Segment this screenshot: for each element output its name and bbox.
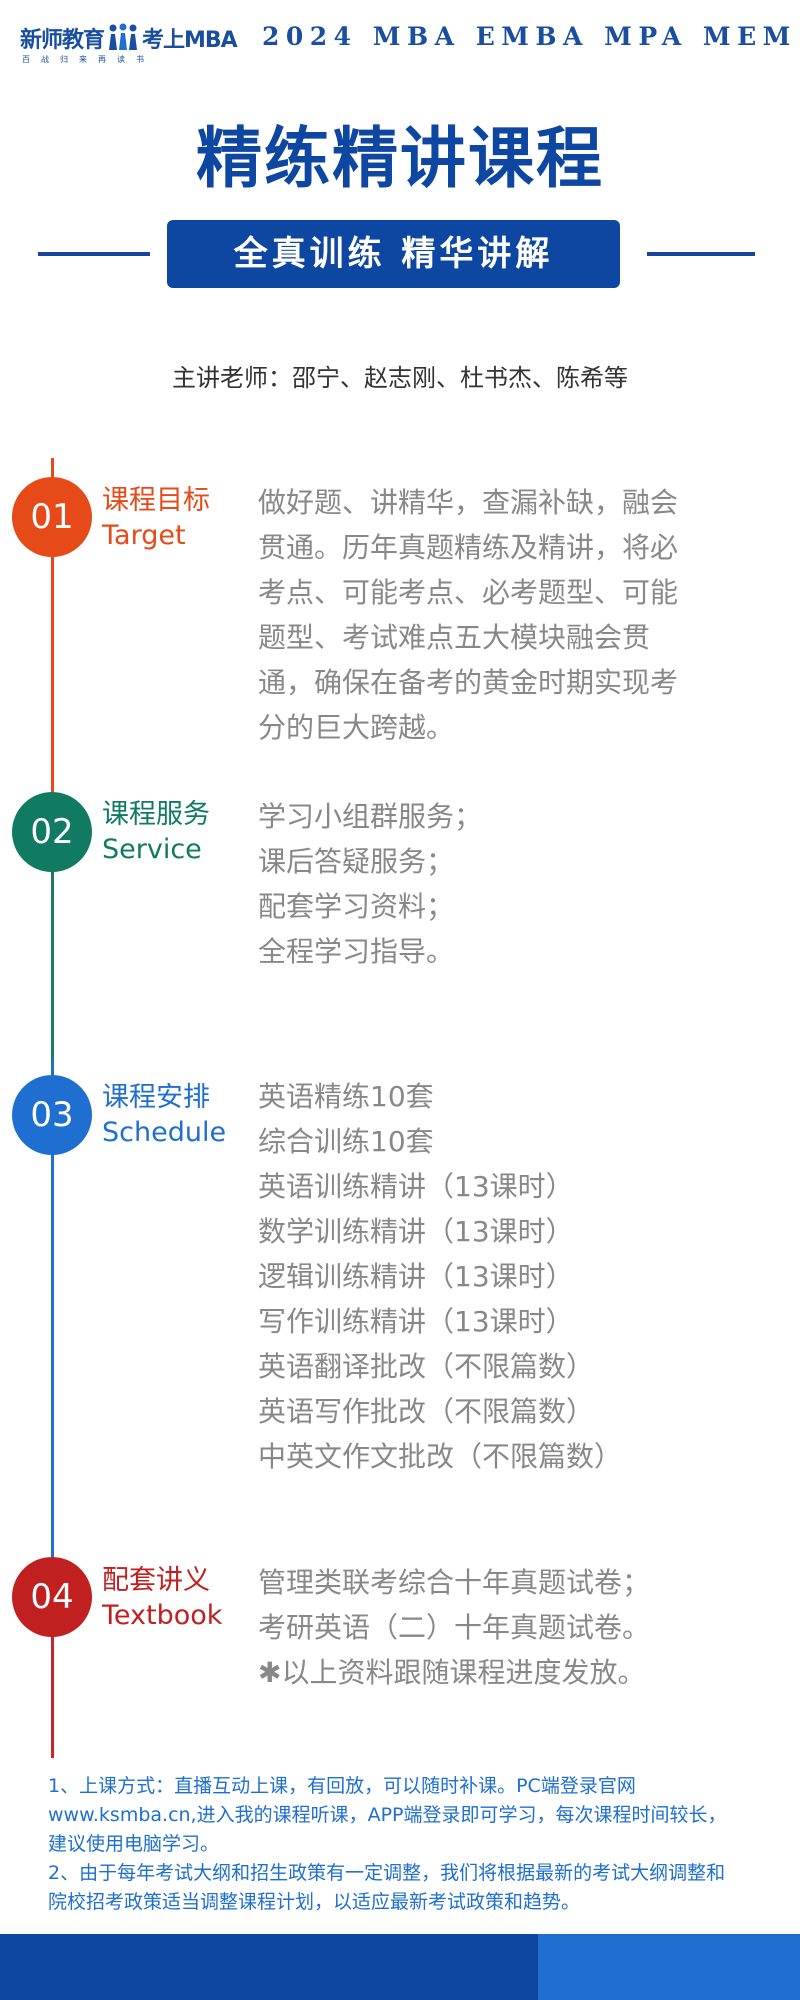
section-title-cn: 配套讲义 bbox=[102, 1565, 210, 1596]
body-line: 逻辑训练精讲（13课时） bbox=[258, 1260, 574, 1293]
section-body: 管理类联考综合十年真题试卷； 考研英语（二）十年真题试卷。 ✱以上资料跟随课程进… bbox=[258, 1560, 728, 1695]
section-heading: 配套讲义 Textbook bbox=[102, 1563, 222, 1633]
body-line: 分的巨大跨越。 bbox=[258, 711, 455, 744]
body-line: 通，确保在备考的黄金时期实现考 bbox=[258, 666, 679, 699]
body-line: 做好题、讲精华，查漏补缺，融会 bbox=[258, 486, 679, 519]
body-line: 全程学习指导。 bbox=[258, 935, 455, 968]
body-line: 英语翻译批改（不限篇数） bbox=[258, 1350, 595, 1383]
body-line: 贯通。历年真题精练及精讲，将必 bbox=[258, 531, 679, 564]
section-number-badge: 02 bbox=[12, 792, 92, 872]
body-line: 英语训练精讲（13课时） bbox=[258, 1170, 574, 1203]
section-title-en: Target bbox=[102, 520, 186, 551]
section-body: 做好题、讲精华，查漏补缺，融会 贯通。历年真题精练及精讲，将必 考点、可能考点、… bbox=[258, 480, 728, 750]
body-line: 配套学习资料； bbox=[258, 890, 455, 923]
body-line: 英语精练10套 bbox=[258, 1080, 434, 1113]
note-item: 1、上课方式：直播互动上课，有回放，可以随时补课。PC端登录官网www.ksmb… bbox=[48, 1775, 727, 1855]
notes: 1、上课方式：直播互动上课，有回放，可以随时补课。PC端登录官网www.ksmb… bbox=[48, 1772, 738, 1917]
section-heading: 课程目标 Target bbox=[102, 483, 210, 553]
section-title-en: Service bbox=[102, 834, 202, 865]
body-line: 中英文作文批改（不限篇数） bbox=[258, 1440, 623, 1473]
body-line: 综合训练10套 bbox=[258, 1125, 434, 1158]
body-line: 管理类联考综合十年真题试卷； bbox=[258, 1566, 651, 1599]
body-line: ✱以上资料跟随课程进度发放。 bbox=[258, 1656, 646, 1689]
footer-bar-dark bbox=[0, 1934, 538, 2000]
note-item: 2、由于每年考试大纲和招生政策有一定调整，我们将根据最新的考试大纲调整和院校招考… bbox=[48, 1862, 726, 1913]
divider-right bbox=[647, 252, 755, 256]
section-title-cn: 课程目标 bbox=[102, 485, 210, 516]
logo-people-icon bbox=[109, 23, 138, 50]
section-title-cn: 课程服务 bbox=[102, 799, 210, 830]
section-number-badge: 01 bbox=[12, 477, 92, 557]
program-list: 2024 MBA EMBA MPA MEM bbox=[262, 22, 797, 51]
body-line: 写作训练精讲（13课时） bbox=[258, 1305, 574, 1338]
brand-logo: 新师教育 考上MBA 百战归来再读书 bbox=[18, 14, 238, 66]
teachers-line: 主讲老师：邵宁、赵志刚、杜书杰、陈希等 bbox=[172, 364, 628, 392]
body-line: 数学训练精讲（13课时） bbox=[258, 1215, 574, 1248]
body-line: 学习小组群服务； bbox=[258, 800, 483, 833]
timeline-segment-service bbox=[51, 793, 54, 1058]
body-line: 英语写作批改（不限篇数） bbox=[258, 1395, 595, 1428]
body-line: 考点、可能考点、必考题型、可能 bbox=[258, 576, 679, 609]
subtitle-banner: 全真训练 精华讲解 bbox=[167, 220, 620, 288]
section-title-en: Textbook bbox=[102, 1600, 223, 1631]
divider-left bbox=[38, 252, 150, 256]
section-body: 学习小组群服务； 课后答疑服务； 配套学习资料； 全程学习指导。 bbox=[258, 794, 728, 974]
timeline-segment-schedule bbox=[51, 1058, 54, 1558]
body-line: 课后答疑服务； bbox=[258, 845, 455, 878]
brand-tagline: 百战归来再读书 bbox=[22, 55, 155, 64]
section-heading: 课程安排 Schedule bbox=[102, 1080, 226, 1150]
body-line: 考研英语（二）十年真题试卷。 bbox=[258, 1611, 651, 1644]
section-body: 英语精练10套 综合训练10套 英语训练精讲（13课时） 数学训练精讲（13课时… bbox=[258, 1074, 728, 1479]
section-number-badge: 04 bbox=[12, 1557, 92, 1637]
footer-bar-light bbox=[538, 1934, 800, 2000]
timeline-segment-target bbox=[51, 458, 54, 793]
section-heading: 课程服务 Service bbox=[102, 797, 210, 867]
timeline-segment-textbook bbox=[51, 1558, 54, 1758]
brand-logo-text: 考上MBA bbox=[142, 28, 238, 53]
section-number-badge: 03 bbox=[12, 1075, 92, 1155]
body-line: 题型、考试难点五大模块融会贯 bbox=[258, 621, 651, 654]
page-title: 精练精讲课程 bbox=[196, 119, 604, 197]
section-title-cn: 课程安排 bbox=[102, 1082, 210, 1113]
brand-name-row: 新师教育 考上MBA bbox=[20, 22, 238, 54]
section-title-en: Schedule bbox=[102, 1117, 227, 1148]
brand-name: 新师教育 bbox=[20, 28, 105, 53]
